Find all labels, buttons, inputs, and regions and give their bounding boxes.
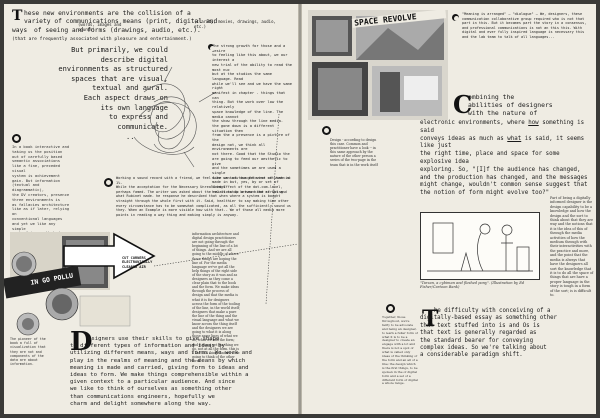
right-page: SPACE REVOLVE "Meaning is arranged" — "d… <box>302 4 596 414</box>
scribble-drawing <box>133 66 217 168</box>
dotted-connector-line <box>153 113 298 305</box>
bottom-text: he difficulty with conceiving of a digit… <box>420 308 557 359</box>
note-marker-icon <box>452 14 459 21</box>
intro-text: hese new environments are the collision … <box>24 10 218 25</box>
column-note: Design - according to design this case. … <box>330 138 378 167</box>
electronic-text: electronic environments, where how somet… <box>420 120 588 197</box>
cartoon-caption: "Tarzan, a cybiman and fleshed pony". (I… <box>420 281 525 289</box>
emphasis-what: what <box>507 135 522 142</box>
upper-middle-note: The strong growth for those and a desire… <box>212 44 292 194</box>
intro-note-right: (clarity, movies, drawings, audio, etc.) <box>194 19 276 29</box>
space-revolve-collage <box>308 10 448 120</box>
cartoon-illustration <box>427 222 533 272</box>
combining-text: ombining the abilities of designers with… <box>468 93 553 117</box>
note-marker-icon <box>208 44 215 51</box>
dotted-circle-icon <box>12 134 21 143</box>
dotted-circle-icon <box>322 126 331 135</box>
left-page: T hese new environments are the collisio… <box>4 4 298 414</box>
circle-marker-icon <box>104 178 113 187</box>
bottom-column-note: Together, those throughout, we're fairly… <box>382 316 418 386</box>
intro-note-top: (words, images and sounds) <box>78 22 122 32</box>
intro-dropcap: T <box>12 8 23 24</box>
page-gutter <box>298 4 302 414</box>
column-text: information architecture and digital des… <box>192 232 240 363</box>
bottom-text: esigners use their skills to give shape … <box>70 336 252 407</box>
far-right-note: Part of being a digitally informed desig… <box>550 196 594 297</box>
lower-middle-note: Working a sound record with a friend, we… <box>116 176 291 217</box>
arrow-box-label: CUT CORNERS ELECTRONICALLY CLEARED AIR <box>122 256 153 269</box>
circle-marker-icon <box>386 304 395 313</box>
pollution-collage <box>4 232 156 336</box>
bottom-dropcap: D <box>70 327 93 357</box>
bottom-left-note: The pioneer of the book a full of visual… <box>10 337 46 367</box>
intro-line3: of seeing and forms (drawings, audio, et… <box>34 27 201 34</box>
intro-ways: ways <box>12 27 28 34</box>
bottom-dropcap: T <box>422 306 439 332</box>
ellipsis-dots: .. <box>126 133 135 141</box>
emphasis-how: how <box>528 120 539 126</box>
combining-dropcap: C <box>453 90 473 119</box>
intro-line4: (that are frequently associated with ple… <box>12 37 192 42</box>
top-right-note: "Meaning is arranged" — "dialogue" — We,… <box>462 12 587 39</box>
cartoon-frame <box>420 212 540 280</box>
